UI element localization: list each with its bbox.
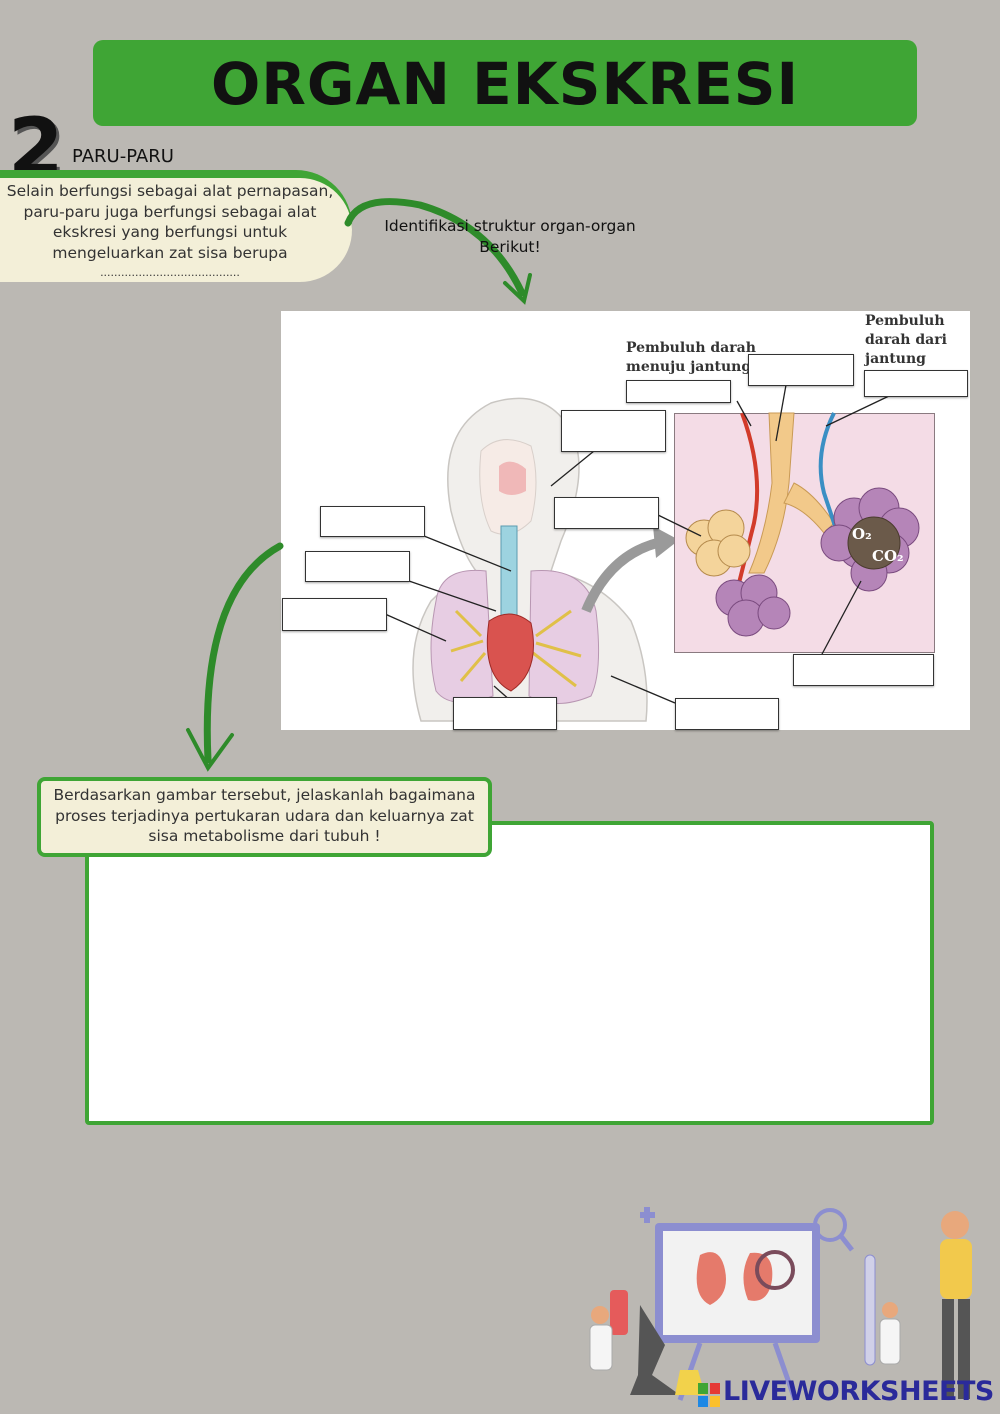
human-torso-illustration bbox=[412, 397, 648, 722]
label-box-2[interactable] bbox=[554, 497, 659, 529]
liveworksheets-logo-icon bbox=[698, 1383, 720, 1407]
label-box-10[interactable] bbox=[864, 370, 968, 397]
label-box-3[interactable] bbox=[320, 506, 425, 537]
curved-arrow-icon bbox=[186, 542, 284, 772]
label-box-8[interactable] bbox=[626, 380, 731, 403]
label-box-9[interactable] bbox=[748, 354, 854, 386]
intro-sentence: Selain berfungsi sebagai alat pernapasan… bbox=[6, 182, 334, 262]
curved-arrow-icon bbox=[344, 198, 532, 305]
intro-bubble bbox=[0, 178, 352, 282]
label-box-11[interactable] bbox=[793, 654, 934, 686]
question-bubble bbox=[37, 777, 492, 857]
lab-illustration bbox=[589, 1207, 972, 1401]
page-title: ORGAN EKSKRESI bbox=[210, 50, 800, 118]
caption-vessel-to-heart: Pembuluh darah menuju jantung bbox=[626, 340, 756, 375]
label-box-4[interactable] bbox=[305, 551, 410, 582]
label-box-1[interactable] bbox=[561, 410, 666, 452]
watermark-text: LIVEWORKSHEETS bbox=[723, 1376, 994, 1407]
section-label: PARU-PARU bbox=[72, 146, 174, 167]
title-banner: ORGAN EKSKRESI bbox=[93, 40, 917, 126]
answer-textarea[interactable] bbox=[85, 821, 934, 1125]
question-text: Berdasarkan gambar tersebut, jelaskanlah… bbox=[53, 786, 476, 845]
co2-label: CO₂ bbox=[872, 547, 904, 565]
caption-vessel-from-heart: Pembuluh darah dari jantung bbox=[865, 313, 947, 367]
intro-text: Selain berfungsi sebagai alat pernapasan… bbox=[0, 181, 340, 284]
label-box-5[interactable] bbox=[282, 598, 387, 631]
o2-label: O₂ bbox=[852, 525, 872, 543]
intro-answer-blank[interactable]: ........................................ bbox=[100, 266, 240, 279]
label-box-7[interactable] bbox=[675, 698, 779, 730]
leader-lines bbox=[384, 384, 890, 704]
label-box-6[interactable] bbox=[453, 697, 557, 730]
zoom-arrow-icon bbox=[581, 526, 679, 613]
instruction-text: Identifikasi struktur organ-organ Beriku… bbox=[384, 217, 636, 256]
